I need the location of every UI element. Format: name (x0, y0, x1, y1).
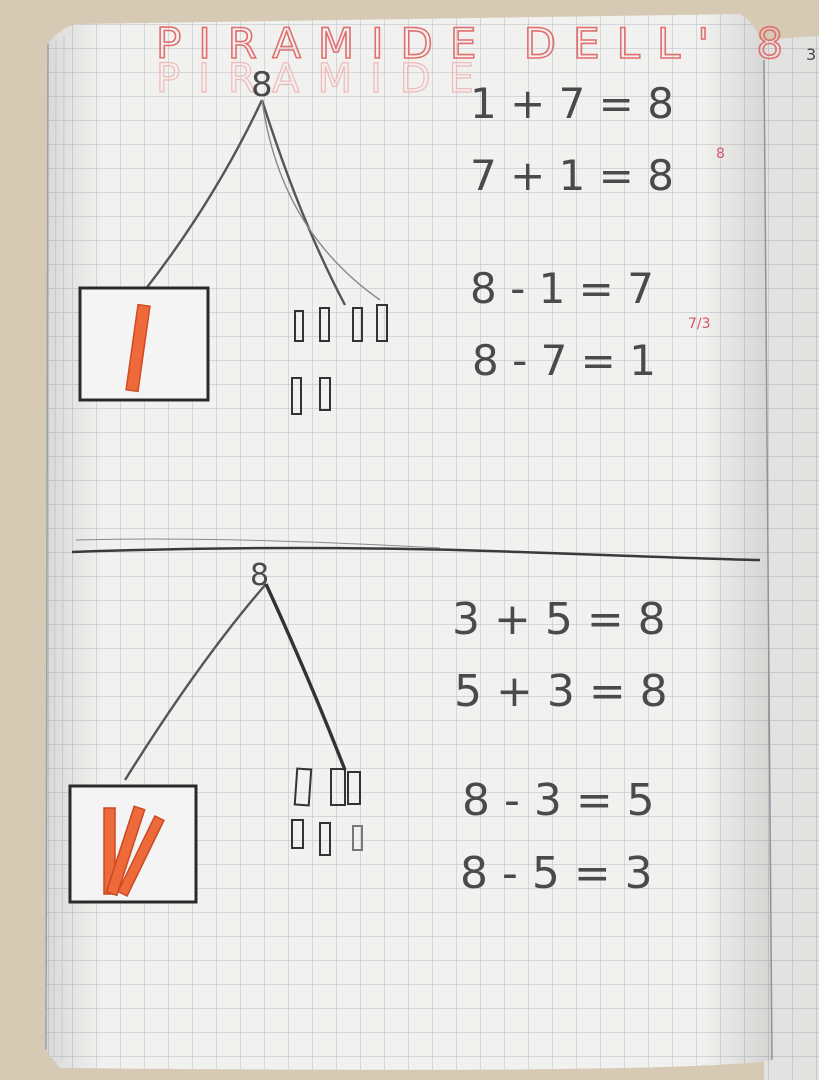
page-title-ghost: PIRAMIDE (156, 56, 492, 102)
margin-mark: 7/3 (688, 316, 711, 332)
orange-stick (117, 815, 165, 897)
orange-stick (105, 805, 146, 897)
stick-box-left (78, 286, 210, 402)
tree-branch-left (123, 583, 267, 781)
page-title-group: PIRAMIDE PIRAMIDE DELL' 8 (155, 18, 800, 102)
equation: 8 - 3 = 5 (462, 775, 655, 826)
equation: 7 + 1 = 8 (470, 151, 674, 200)
tree-branch-left (144, 99, 264, 291)
notebook-page (45, 14, 773, 1070)
equation: 8 - 5 = 3 (460, 848, 653, 899)
stick-box-left (68, 784, 198, 904)
margin-mark: 8 (716, 146, 725, 162)
unit-sticks (291, 767, 363, 856)
section1-top-number: 8 (251, 65, 273, 105)
section-1: 8 1 + 7 = 8 7 + 1 = 8 8 - 1 = 7 8 - 7 = … (78, 65, 725, 415)
equation: 8 - 7 = 1 (472, 336, 656, 385)
equation: 8 - 1 = 7 (470, 264, 654, 313)
unit-sticks (291, 304, 388, 415)
divider-faint (75, 538, 441, 549)
equation: 3 + 5 = 8 (452, 594, 666, 645)
equation: 1 + 7 = 8 (470, 79, 674, 128)
section-divider (71, 546, 761, 562)
section-2: 8 3 + 5 = 8 5 + 3 = 8 8 - 3 = 5 8 - 5 = … (68, 558, 668, 904)
page-title: PIRAMIDE DELL' 8 (156, 19, 800, 68)
tree-branch-right (260, 99, 347, 306)
orange-stick (103, 807, 116, 895)
adjacent-page: 3 (760, 36, 819, 1080)
tree-branch-right (264, 583, 347, 771)
orange-stick (125, 303, 151, 393)
equation: 5 + 3 = 8 (454, 666, 668, 717)
svg-text:3: 3 (806, 45, 816, 64)
tree-branch-right-faint (261, 99, 381, 301)
